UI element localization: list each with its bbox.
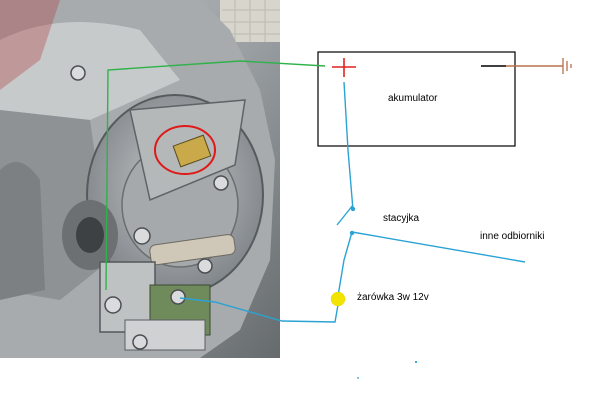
switch-icon	[350, 206, 356, 212]
switch-contact	[349, 230, 355, 236]
positive-wire	[105, 60, 326, 291]
switch-lever	[336, 204, 354, 226]
ignition-switch-label: stacyjka	[383, 213, 420, 224]
battery-label: akumulator	[388, 93, 438, 104]
bulb-label: żarówka 3w 12v	[357, 292, 429, 303]
switch-to-bulb-wire	[337, 231, 353, 297]
highlight-circle	[154, 125, 216, 175]
plus-sign-icon	[332, 58, 356, 77]
battery-to-switch-wire	[343, 81, 354, 211]
signal-wires	[179, 81, 526, 323]
other-loads-label: inne odbiorniki	[480, 231, 545, 242]
bulb-to-alternator-wire	[179, 297, 339, 323]
stray-dot	[357, 377, 359, 379]
ground-symbol-icon	[562, 58, 572, 74]
other-loads-wire	[351, 231, 526, 263]
stray-dot	[414, 360, 418, 364]
alternator-photo	[0, 0, 280, 358]
bulb-icon	[330, 291, 346, 307]
